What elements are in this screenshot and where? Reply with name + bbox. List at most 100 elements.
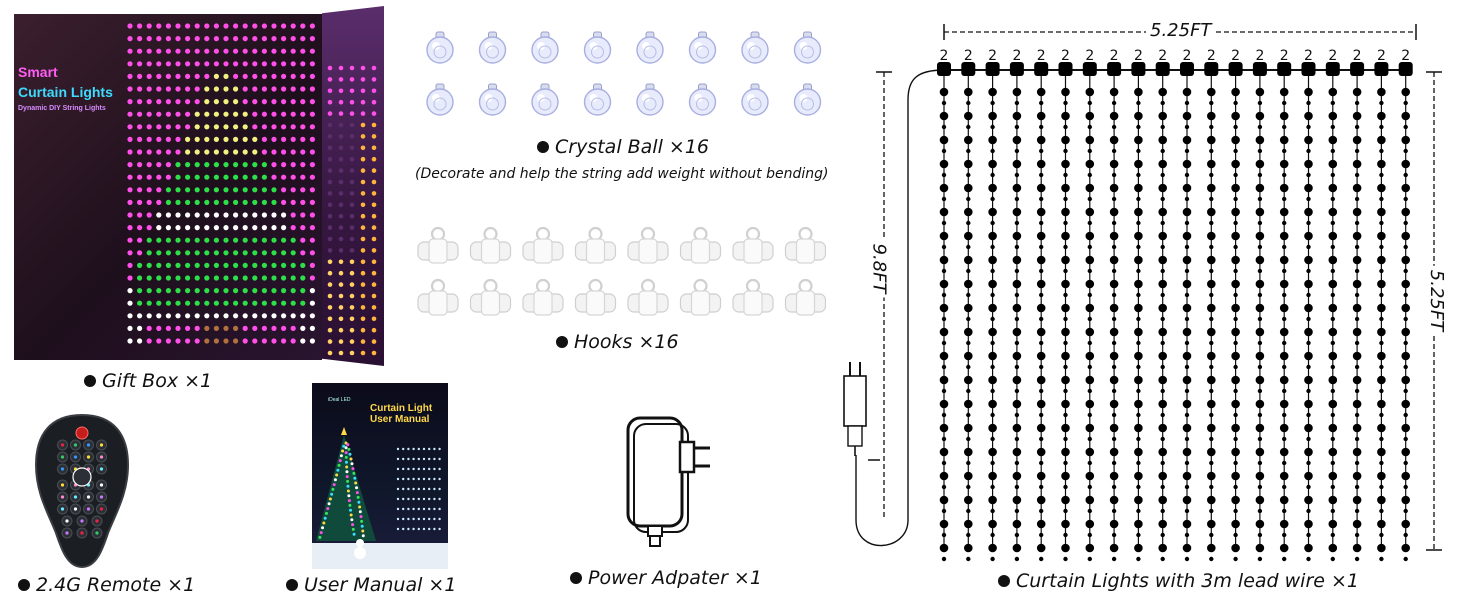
box-bulb [290, 111, 296, 117]
manual-curtain-bulb [438, 477, 441, 481]
crystal-ball-highlight [589, 94, 598, 102]
manual-curtain-bulb [396, 467, 400, 471]
user-manual-image: iDeal LED Curtain Light User Manual [312, 383, 448, 569]
box-bulb [233, 124, 239, 130]
hook-clip [743, 290, 763, 316]
led-bulb-small [1354, 100, 1360, 106]
led-bulb [1304, 471, 1313, 481]
led-bulb-small [1136, 220, 1141, 226]
box-bulb [300, 86, 306, 92]
led-bulb-small [1111, 148, 1117, 154]
connector-label: 2 [1037, 48, 1046, 64]
led-bulb-small [1282, 484, 1287, 490]
led-bulb [1182, 447, 1192, 457]
box-bulb [300, 250, 306, 256]
box-bulb [165, 250, 171, 256]
box-bulb [300, 262, 306, 268]
led-bulb [1377, 159, 1386, 169]
led-bulb-small [1063, 316, 1068, 322]
box-bulb [233, 111, 239, 117]
manual-tree-bulb [346, 443, 350, 447]
box-side-bulb [371, 202, 377, 208]
box-side-bulb [349, 77, 355, 82]
box-bulb [137, 23, 143, 29]
box-side-bulb [327, 305, 333, 310]
led-bulb-small [1257, 412, 1263, 418]
manual-tree-bulb [360, 524, 364, 528]
box-bulb [213, 86, 219, 92]
width-dimension-label: 5.25FT [1146, 20, 1216, 41]
box-bulb [127, 48, 133, 54]
led-bulb-small [1160, 436, 1165, 442]
manual-curtain-bulb [402, 497, 405, 501]
led-bulb-small [966, 484, 971, 490]
led-bulb-small [1257, 532, 1263, 538]
string-connector [1374, 62, 1389, 76]
box-bulb [281, 48, 287, 54]
manual-tree-bulb [361, 529, 365, 533]
led-bulb [1401, 135, 1410, 145]
led-bulb [1328, 111, 1338, 121]
box-bulb [252, 124, 258, 130]
led-bulb-small [1233, 388, 1238, 394]
manual-tree-bulb [358, 505, 362, 509]
box-bulb [309, 61, 315, 67]
box-bulb [146, 325, 152, 331]
led-bulb-small [1014, 148, 1020, 154]
led-bulb [1231, 447, 1240, 457]
hook-loop [693, 226, 708, 242]
led-bulb-small [1282, 340, 1287, 346]
led-bulb-small [1282, 148, 1287, 154]
led-bulb-small [1330, 436, 1335, 442]
led-bulb [1109, 519, 1119, 529]
box-bulb [127, 225, 133, 231]
led-bulb-small [1209, 244, 1214, 250]
led-bulb-small [1039, 340, 1044, 346]
manual-curtain-bulb [402, 507, 405, 511]
hook-clip [638, 290, 658, 316]
led-bulb [1304, 255, 1313, 265]
led-bulb [1255, 423, 1265, 433]
box-side-bulb [371, 248, 377, 253]
manual-curtain-bulb [433, 507, 436, 511]
box-bulb [309, 111, 315, 117]
manual-brand: iDeal LED [328, 397, 351, 403]
box-bulb [309, 174, 315, 180]
led-bulb [1352, 303, 1362, 313]
led-bulb-small [966, 100, 971, 106]
led-bulb-small [1014, 100, 1020, 106]
led-bulb-small [1136, 364, 1141, 370]
led-bulb-small [990, 196, 995, 202]
led-bulb-small [1087, 412, 1092, 418]
led-bulb-small [1209, 196, 1214, 202]
box-bulb [309, 187, 315, 193]
connector-label: 2 [1158, 48, 1167, 64]
box-bulb [223, 23, 229, 29]
box-bulb [309, 36, 315, 42]
led-bulb-small [1087, 124, 1092, 130]
manual-tree-bulb [347, 494, 351, 498]
box-side-bulb [360, 339, 366, 344]
box-side-bulb [338, 248, 344, 253]
led-bulb-small [1330, 220, 1335, 226]
led-bulb-small [990, 172, 995, 178]
led-bulb-small [1209, 292, 1214, 298]
led-bulb-small [990, 460, 995, 466]
led-bulb-small [1282, 436, 1287, 442]
box-bulb [261, 162, 267, 168]
box-side-bulb [349, 122, 355, 128]
box-bulb [137, 187, 143, 193]
led-bulb [1255, 255, 1265, 265]
led-bulb [1012, 159, 1022, 169]
box-side-bulb [360, 122, 366, 128]
box-bulb [165, 288, 171, 294]
manual-curtain-bulb [422, 497, 426, 501]
led-bulb-small [1282, 100, 1287, 106]
led-bulb [1377, 351, 1386, 361]
led-bulb [1109, 231, 1119, 241]
led-bulb-small [1306, 460, 1311, 466]
led-bulb-small [1257, 484, 1263, 490]
box-bulb [309, 300, 315, 306]
box-title-line2: Curtain Lights [18, 84, 113, 100]
led-bulb-small [1014, 484, 1020, 490]
